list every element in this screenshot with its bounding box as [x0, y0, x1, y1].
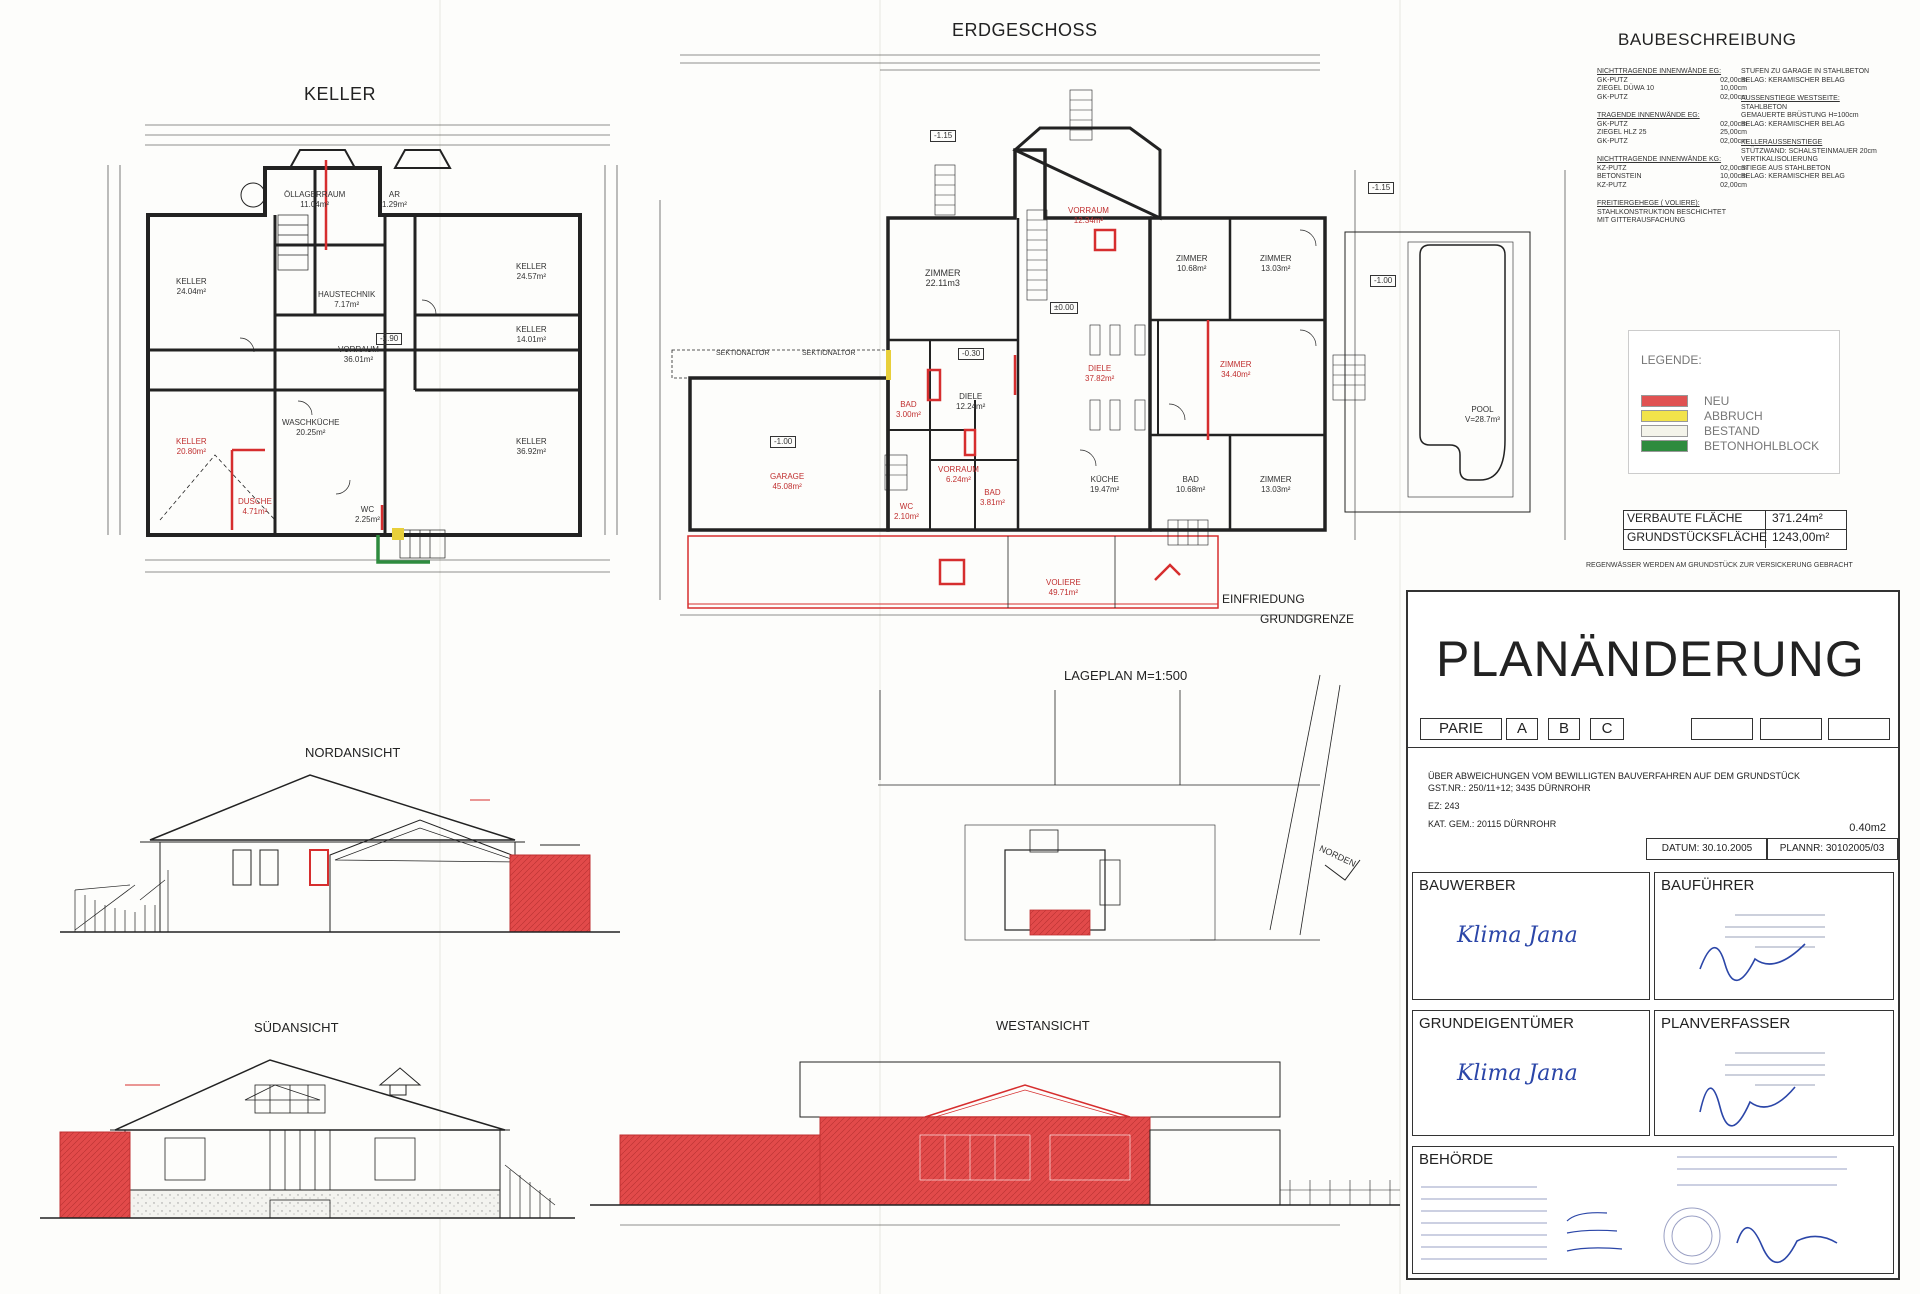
- parie-label: PARIE: [1420, 718, 1502, 740]
- empty-field: [1691, 718, 1753, 740]
- level-marker: -0.30: [958, 348, 985, 360]
- plan-title: PLANÄNDERUNG: [1436, 631, 1865, 687]
- plan-number: PLANNR: 30102005/03: [1766, 838, 1898, 860]
- description: ÜBER ABWEICHUNGEN VOM BEWILLIGTEN BAUVER…: [1428, 771, 1801, 829]
- einfriedung-label: EINFRIEDUNG: [1222, 592, 1305, 606]
- bauwerber-signature: Klima Jana: [1457, 923, 1578, 948]
- level-marker: -1.15: [1368, 182, 1395, 194]
- erdgeschoss-plan: [659, 54, 1566, 616]
- suedansicht-heading: SÜDANSICHT: [254, 1020, 339, 1035]
- behoerde-stamp: [1421, 1156, 1847, 1265]
- legend-swatch: [1641, 424, 1688, 437]
- baubeschreibung-heading: BAUBESCHREIBUNG: [1618, 30, 1797, 49]
- areas-note: REGENWÄSSER WERDEN AM GRUNDSTÜCK ZUR VER…: [1586, 562, 1853, 569]
- legend-item: BESTAND: [1641, 423, 1819, 438]
- behoerde-box: BEHÖRDE: [1412, 1146, 1894, 1274]
- level-marker: -1.00: [770, 436, 797, 448]
- suedansicht-elevation: [40, 1059, 575, 1219]
- parie-option-b: B: [1548, 718, 1580, 740]
- level-marker: -2.90: [376, 333, 403, 345]
- legend-box: LEGENDE: NEU ABBRUCH BESTAND BETONHOHLBL…: [1628, 330, 1840, 474]
- baufuehrer-box: BAUFÜHRER: [1654, 872, 1894, 1000]
- divider: [1408, 747, 1898, 748]
- grundeigentuemer-box: GRUNDEIGENTÜMER Klima Jana: [1412, 1010, 1650, 1136]
- keller-plan: [107, 124, 618, 573]
- erdgeschoss-heading: ERDGESCHOSS: [952, 20, 1098, 40]
- westansicht-heading: WESTANSICHT: [996, 1018, 1090, 1033]
- parie-option-a: A: [1506, 718, 1538, 740]
- empty-field: [1828, 718, 1890, 740]
- level-marker: -1.00: [1370, 275, 1397, 287]
- legend-swatch: [1641, 394, 1688, 407]
- title-block: PLANÄNDERUNG PARIE A B C ÜBER ABWEICHUNG…: [1406, 590, 1900, 1280]
- grundeigentuemer-signature: Klima Jana: [1457, 1061, 1578, 1086]
- legend-items: NEU ABBRUCH BESTAND BETONHOHLBLOCK: [1641, 393, 1819, 453]
- parie-option-c: C: [1590, 718, 1624, 740]
- nordansicht-elevation: [60, 774, 620, 933]
- plan-size: 0.40m2: [1849, 822, 1886, 834]
- grundgrenze-label: GRUNDGRENZE: [1260, 612, 1355, 626]
- areas-table: VERBAUTE FLÄCHE 371.24m² GRUNDSTÜCKSFLÄC…: [1623, 510, 1847, 550]
- legend-item: ABBRUCH: [1641, 408, 1819, 423]
- sektionaltor-label: SEKTIONALTOR: [716, 350, 770, 357]
- nordansicht-heading: NORDANSICHT: [305, 745, 401, 760]
- westansicht-elevation: [590, 1061, 1400, 1226]
- planverfasser-box: PLANVERFASSER: [1654, 1010, 1894, 1136]
- sektionaltor-label: SEKTIONALTOR: [802, 350, 856, 357]
- legend-swatch: [1641, 439, 1688, 452]
- legend-swatch: [1641, 409, 1688, 422]
- bauwerber-box: BAUWERBER Klima Jana: [1412, 872, 1650, 1000]
- lageplan-heading: LAGEPLAN M=1:500: [1064, 668, 1188, 683]
- areas-row: VERBAUTE FLÄCHE 371.24m²: [1624, 511, 1846, 530]
- level-marker: ±0.00: [1050, 302, 1078, 314]
- planverfasser-stamp-signature: [1699, 1052, 1825, 1127]
- level-marker: -1.15: [930, 130, 957, 142]
- legend-item: BETONHOHLBLOCK: [1641, 438, 1819, 453]
- baufuehrer-stamp-signature: [1699, 914, 1825, 982]
- plan-date: DATUM: 30.10.2005: [1646, 838, 1768, 860]
- lageplan-site-plan: [878, 674, 1361, 941]
- legend-title: LEGENDE:: [1641, 353, 1702, 367]
- empty-field: [1760, 718, 1822, 740]
- areas-row: GRUNDSTÜCKSFLÄCHE 1243,00m²: [1624, 530, 1846, 548]
- keller-heading: KELLER: [304, 84, 377, 104]
- legend-item: NEU: [1641, 393, 1819, 408]
